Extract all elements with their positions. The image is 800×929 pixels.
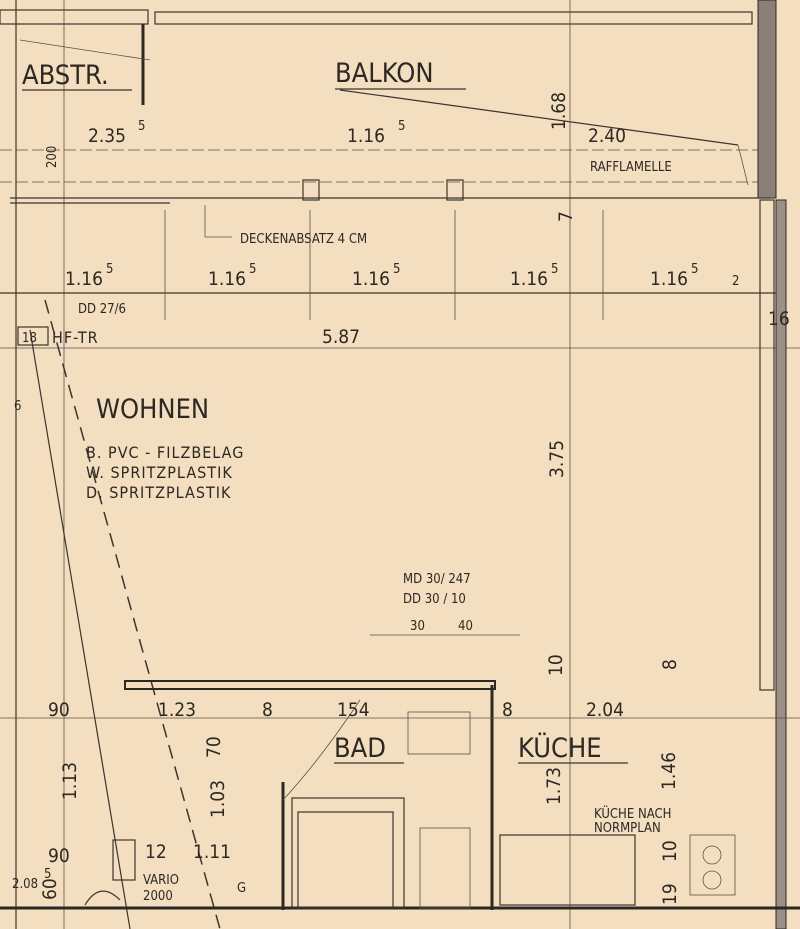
dim-row-5: 1.16 (650, 268, 688, 290)
dim-40: 40 (458, 619, 473, 634)
dim-204: 2.04 (586, 699, 624, 721)
dim-113: 1.13 (59, 762, 81, 800)
note-vario-number: 2000 (143, 889, 173, 904)
dim-19: 19 (659, 883, 681, 905)
dim-12: 12 (145, 841, 167, 863)
dim-sup: 5 (551, 262, 558, 277)
note-hf-tr: HF-TR (52, 328, 99, 347)
note-dd-27-6: DD 27/6 (78, 302, 126, 317)
note-hf-tr-number: 18 (22, 331, 37, 346)
note-md: MD 30/ 247 (403, 572, 471, 587)
dim-balkon-mid: 1.16 (347, 125, 385, 147)
room-label-abstr: ABSTR. (22, 60, 109, 91)
dim-123: 1.23 (158, 699, 196, 721)
dim-balkon-depth: 1.68 (548, 92, 570, 130)
note-deckenabsatz: DECKENABSATZ 4 CM (240, 232, 367, 247)
room-label-kueche: KÜCHE (518, 732, 602, 764)
dim-8a: 8 (659, 659, 681, 670)
dim-8c: 8 (502, 699, 513, 721)
dim-sixteen: 16 (768, 308, 790, 330)
dim-90a: 90 (48, 699, 70, 721)
dim-two: 2 (732, 274, 739, 289)
dim-10b: 10 (659, 840, 681, 862)
note-g: G (237, 881, 246, 896)
dim-103: 1.03 (207, 780, 229, 818)
dim-wohnen-depth: 3.75 (546, 440, 568, 478)
dim-sup: 5 (398, 119, 405, 134)
dim-111: 1.11 (193, 841, 231, 863)
note-kueche-nach: KÜCHE NACH (594, 805, 671, 822)
note-rafflamelle: RAFFLAMELLE (590, 160, 672, 175)
note-floor: B. PVC - FILZBELAG (86, 443, 244, 462)
room-label-bad: BAD (334, 733, 386, 764)
dim-10a: 10 (545, 654, 567, 676)
dim-total-width: 5.87 (322, 326, 360, 348)
note-dd: DD 30 / 10 (403, 592, 466, 607)
dim-90b: 90 (48, 845, 70, 867)
note-normplan: NORMPLAN (594, 821, 661, 836)
dim-146: 1.46 (658, 752, 680, 790)
dim-sup: 5 (138, 119, 145, 134)
dim-8b: 8 (262, 699, 273, 721)
note-wall: W. SPRITZPLASTIK (86, 463, 233, 482)
dim-seven: 7 (555, 211, 577, 222)
dim-abstr-width: 2.35 (88, 125, 126, 147)
dim-sup: 5 (691, 262, 698, 277)
dim-70: 70 (203, 736, 225, 758)
dim-sup: 5 (249, 262, 256, 277)
dim-208: 2.08 (12, 877, 38, 892)
dim-row-1: 1.16 (65, 268, 103, 290)
dim-row-4: 1.16 (510, 268, 548, 290)
dim-sup: 5 (393, 262, 400, 277)
room-label-balkon: BALKON (335, 58, 434, 89)
dim-row-3: 1.16 (352, 268, 390, 290)
dim-sup: 5 (106, 262, 113, 277)
note-ceiling: D. SPRITZPLASTIK (86, 483, 231, 502)
dim-abstr-depth: 200 (45, 146, 60, 168)
dim-six: 6 (14, 399, 21, 414)
dim-154: 154 (337, 699, 370, 721)
dim-173: 1.73 (543, 767, 565, 805)
dim-60: 60 (39, 878, 61, 900)
dim-30: 30 (410, 619, 425, 634)
dim-sup: 5 (44, 867, 51, 882)
dim-balkon-right: 2.40 (588, 125, 626, 147)
room-label-wohnen: WOHNEN (96, 394, 209, 425)
note-vario: VARIO (143, 873, 179, 888)
dim-row-2: 1.16 (208, 268, 246, 290)
